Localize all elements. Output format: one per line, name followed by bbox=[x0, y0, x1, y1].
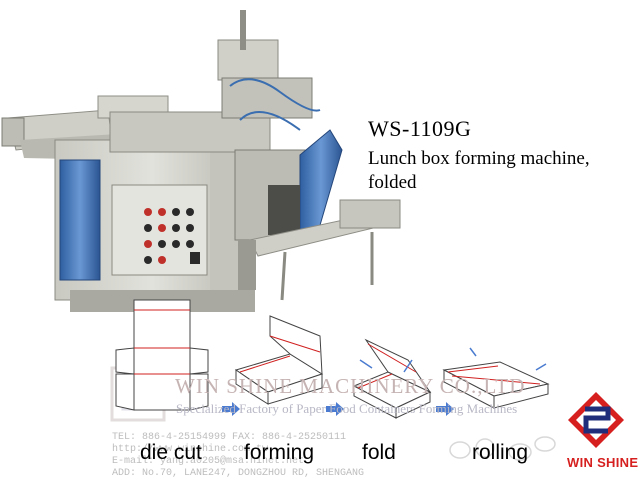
direction-arrows bbox=[359, 347, 547, 373]
watermark-tagline: Specialized Factory of Paper Food Contai… bbox=[176, 401, 518, 416]
process-arrows bbox=[222, 402, 454, 416]
control-buttons bbox=[144, 208, 200, 264]
brand-name: WIN SHINE bbox=[567, 455, 639, 470]
forming-machine-image bbox=[1, 10, 401, 312]
product-description: Lunch box forming machine, folded bbox=[368, 148, 590, 193]
box-die-cut-diagram bbox=[115, 299, 209, 411]
watermark-line: http://www.winshine.com.tw bbox=[112, 444, 269, 455]
win-shine-logo-icon bbox=[568, 392, 624, 448]
box-rolling-diagram bbox=[442, 361, 550, 409]
step-label-die-cut: die cut bbox=[140, 441, 202, 464]
watermark-line: TEL: 886-4-25154999 FAX: 886-4-25250111 bbox=[112, 432, 347, 443]
watermark-container-outlines bbox=[449, 436, 556, 461]
watermark-line: E-mail: yang.a0205@msa.hinet.net bbox=[112, 456, 305, 467]
step-label-rolling: rolling bbox=[472, 441, 529, 464]
step-label-forming: forming bbox=[244, 441, 315, 464]
watermark-line: ADD: No.70, LANE247, DONGZHOU RD, SHENGA… bbox=[112, 468, 365, 479]
box-forming-diagram bbox=[234, 315, 324, 405]
model-number: WS-1109G bbox=[368, 116, 472, 141]
step-label-fold: fold bbox=[362, 441, 396, 464]
box-fold-diagram bbox=[352, 338, 432, 419]
watermark-company: WIN SHINE MACHINERY CO.,LTD bbox=[175, 374, 526, 398]
